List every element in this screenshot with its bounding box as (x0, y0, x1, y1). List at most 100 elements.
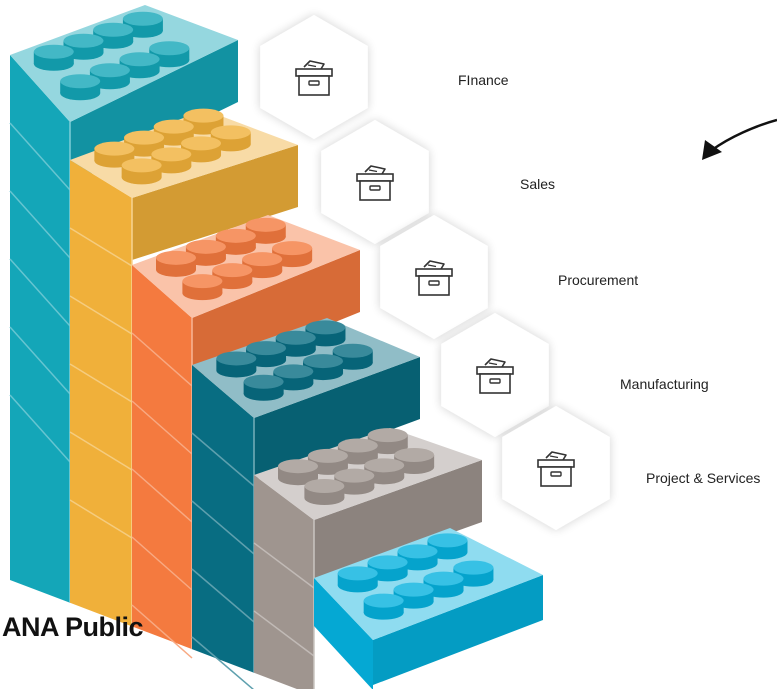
stud-top (367, 555, 408, 570)
stud-top (394, 447, 435, 462)
brick-stud (307, 448, 348, 475)
brick-seam (253, 542, 315, 589)
hexagon-procurement (380, 215, 488, 339)
brick-stud (156, 250, 196, 277)
brick-seam (131, 468, 193, 523)
brick-right-face (314, 460, 482, 582)
stud-top (151, 147, 192, 162)
brick-seam (69, 227, 133, 267)
brick-stud (149, 41, 190, 68)
stud-top (364, 458, 405, 473)
brick-right-face (373, 575, 543, 685)
brick-stud (337, 566, 378, 593)
brick-sales (69, 108, 298, 627)
brick-stud (272, 241, 313, 268)
brick-seam (9, 122, 71, 191)
stud-top (427, 533, 468, 548)
stud-top (93, 22, 134, 37)
brick-stud (151, 147, 192, 174)
stud-top (124, 130, 165, 145)
brick-stud (185, 239, 226, 266)
brick-seam (9, 326, 71, 395)
stud-top (304, 479, 345, 493)
brick-right-face (254, 357, 420, 480)
stud-top (63, 33, 104, 48)
curved-arrow-icon (702, 118, 777, 160)
label-procurement: Procurement (558, 272, 639, 288)
brick-seam (131, 604, 193, 659)
stud-top (245, 217, 286, 232)
stud-top (183, 108, 224, 123)
stud-top (397, 544, 438, 559)
stud-top (453, 560, 494, 575)
label-manufacturing: Manufacturing (620, 376, 709, 392)
archive-box-icon (295, 60, 333, 96)
brick-seam (191, 432, 255, 487)
stud-top (246, 341, 287, 356)
hexagon-project-services (502, 406, 610, 530)
stud-top (305, 320, 346, 335)
stud-top (94, 141, 135, 156)
brick-stud (183, 108, 224, 135)
brick-seam (131, 400, 193, 455)
brick-seam (9, 394, 71, 463)
stud-top (273, 364, 314, 379)
stud-base (216, 363, 257, 378)
brick-stud (216, 351, 257, 378)
brick-seam (191, 500, 255, 555)
brick-seam (9, 258, 71, 327)
brick-front-face (132, 265, 192, 650)
brick-stud (94, 141, 135, 168)
footer-title: ANA Public (2, 612, 144, 642)
archive-box-icon (537, 451, 575, 487)
stud-base (182, 286, 223, 301)
stud-top (119, 52, 160, 67)
label-sales: Sales (520, 176, 556, 192)
hexagon-manufacturing (441, 313, 549, 437)
brick-stud (121, 158, 162, 185)
stud-top (210, 125, 251, 140)
stud-top (185, 239, 226, 254)
stud-top (242, 252, 283, 267)
stud-top (182, 274, 223, 289)
brick-seam (191, 636, 254, 689)
stud-top (181, 136, 222, 151)
stud-base (121, 170, 162, 185)
brick-stud (33, 44, 74, 71)
brick-front-face (192, 365, 254, 673)
stud-base (304, 491, 345, 505)
hexagon-sales (321, 120, 429, 244)
hexagon-finance (260, 15, 368, 139)
brick-right-face (192, 250, 360, 380)
hex-layer (260, 15, 610, 530)
stud-top (303, 354, 344, 369)
archive-box-icon (476, 358, 514, 394)
brick-seam (253, 610, 315, 657)
stud-top (337, 566, 378, 581)
brick-procurement (131, 215, 360, 659)
brick-stud (278, 459, 318, 486)
stud-top (121, 158, 162, 173)
stud-top (149, 41, 190, 56)
brick-seam (191, 568, 255, 623)
stud-top (216, 351, 257, 366)
brick-seam (9, 190, 71, 259)
stud-top (278, 459, 318, 474)
brick-stud (332, 343, 373, 370)
stud-top (33, 44, 74, 59)
stud-top (307, 448, 348, 463)
stud-top (212, 263, 253, 278)
stud-top (367, 428, 408, 443)
bricks-layer (9, 5, 543, 689)
archive-box-icon (415, 260, 453, 296)
stud-base (278, 471, 318, 486)
brick-front-face (314, 578, 373, 689)
brick-stud (337, 438, 378, 465)
stud-top (275, 330, 316, 345)
stud-top (272, 241, 313, 256)
brick-seam (69, 295, 133, 335)
brick-manufacturing (191, 318, 420, 689)
stud-base (337, 578, 378, 593)
stud-top (122, 11, 163, 26)
brick-project-services (253, 428, 482, 689)
